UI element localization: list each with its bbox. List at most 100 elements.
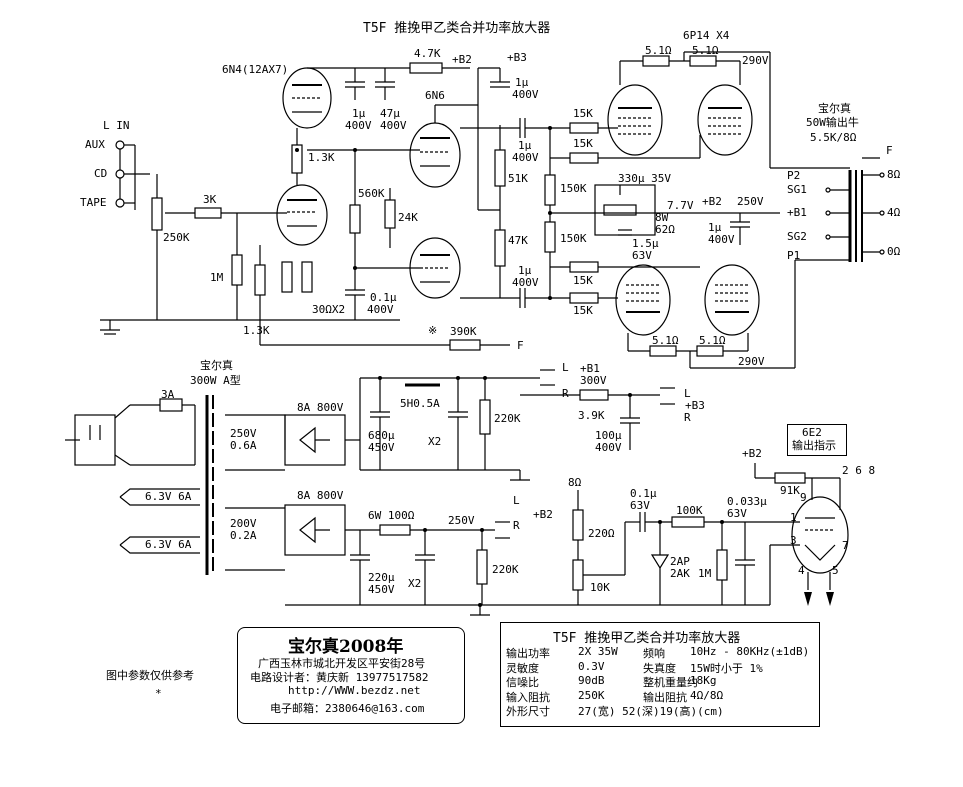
- company-designer: 电路设计者：黄庆新 13977517582: [250, 671, 429, 684]
- tube-preamp-lower: [276, 184, 328, 246]
- spec-cell-k1: 输出功率: [506, 647, 550, 660]
- spec-cell-v1: 27(宽) 52(深)19(高)(cm): [578, 705, 724, 718]
- input-tape: TAPE: [80, 196, 107, 209]
- r-5-1-bot-2: 5.1Ω: [699, 334, 726, 347]
- ind-b2: +B2: [742, 447, 762, 460]
- ind-pin4: 4: [798, 564, 805, 577]
- spec-cell-k1: 输入阻抗: [506, 690, 550, 704]
- r-1k3-a: 1.3K: [308, 151, 335, 164]
- r-150k-b: 150K: [560, 232, 587, 245]
- ind-pin7: 7: [842, 539, 849, 552]
- r-15k-d: 15K: [573, 304, 593, 317]
- ind-8ohm: 8Ω: [568, 476, 582, 489]
- ot-b1: +B1: [787, 206, 807, 219]
- company-name: 宝尔真2008年: [288, 637, 404, 657]
- tube-preamp-upper: [282, 67, 332, 129]
- ind-pin3: 3: [790, 534, 797, 547]
- spec-cell-v2: 18Kg: [690, 674, 717, 687]
- power-tube-label: 6P14 X4: [683, 29, 730, 42]
- indicator-tube-name: 6E2: [802, 426, 822, 439]
- reference-note: 图中参数仅供参考: [106, 669, 194, 682]
- b3-top: +B3: [507, 51, 527, 64]
- tube-indicator: [791, 496, 849, 574]
- b3-label: +B3: [685, 399, 705, 412]
- b2-top: +B2: [452, 53, 472, 66]
- spec-cell-v2: 4Ω/8Ω: [690, 688, 724, 702]
- spec-cell-k2: 失真度: [643, 661, 676, 675]
- c-220u-x2: X2: [408, 577, 422, 590]
- c-330u: 330μ 35V: [618, 172, 671, 185]
- r-15k-c: 15K: [573, 274, 593, 287]
- spec-cell-k1: 信噪比: [506, 676, 539, 689]
- ot-p1: P1: [787, 249, 801, 262]
- spec-cell-k2: 输出阻抗: [643, 690, 687, 704]
- v-290-top: 290V: [742, 54, 769, 67]
- r-24k: 24K: [398, 211, 418, 224]
- spec-cell-v1: 0.3V: [578, 659, 605, 673]
- c-top-1u: 1μ: [515, 76, 529, 89]
- spec-cell-v1: 90dB: [578, 674, 605, 687]
- r-150k-a: 150K: [560, 182, 587, 195]
- c1-voltage: 400V: [345, 119, 372, 132]
- spec-cell-k2: 整机重量约: [643, 676, 698, 689]
- r-1m: 1M: [210, 271, 224, 284]
- b2-mid: +B2: [702, 195, 722, 208]
- tube-driver-upper: [409, 122, 461, 188]
- ot-0ohm: 0Ω: [887, 245, 901, 258]
- indicator-caption-box: 6E2 输出指示: [787, 424, 847, 456]
- b1-voltage: 300V: [580, 374, 607, 387]
- v-250-b: 250V: [448, 514, 475, 527]
- spec-cell-v2: 15W时小于 1%: [690, 661, 763, 675]
- b2-R: R: [513, 519, 520, 532]
- c-01u: 0.1μ: [370, 291, 397, 304]
- heater-2: 6.3V 6A: [145, 538, 192, 551]
- c-1u-mid: 1μ 400V: [708, 221, 735, 246]
- spec-cell-k1: 外形尺寸: [506, 705, 550, 718]
- b1-L: L: [562, 361, 569, 374]
- company-box: 宝尔真2008年 广西玉林市城北开发区平安街28号 电路设计者：黄庆新 1397…: [237, 627, 465, 724]
- pt-model: 300W A型: [190, 374, 241, 387]
- r-220k-a: 220K: [494, 412, 521, 425]
- r-51k: 51K: [508, 172, 528, 185]
- indicator-caption: 输出指示: [792, 439, 836, 452]
- heater-1: 6.3V 6A: [145, 490, 192, 503]
- r-3-9k: 3.9K: [578, 409, 605, 422]
- r-5-1-bot-1: 5.1Ω: [652, 334, 679, 347]
- star-mark: ※: [428, 324, 438, 337]
- ot-model: 50W输出牛: [806, 116, 859, 129]
- r-250k: 250K: [163, 231, 190, 244]
- ot-p2: P2: [787, 169, 801, 182]
- preamp-tube-label: 6N4(12AX7): [222, 63, 289, 76]
- r-1k3-b: 1.3K: [243, 324, 270, 337]
- bridge-1: 8A 800V: [297, 401, 344, 414]
- c-100u: 100μ 400V: [595, 429, 622, 454]
- input-header: L IN: [103, 119, 130, 132]
- bridge-2: 8A 800V: [297, 489, 344, 502]
- fuse-3a: 3A: [161, 388, 175, 401]
- c-220u: 220μ 450V: [368, 571, 395, 596]
- b3-R: R: [684, 411, 691, 424]
- r-15k-a: 15K: [573, 107, 593, 120]
- choke: 5H0.5A: [400, 397, 440, 410]
- pt-brand: 宝尔真: [200, 359, 233, 372]
- r-390k: 390K: [450, 325, 477, 338]
- v-7-7: 7.7V: [667, 199, 694, 212]
- r-15k-b: 15K: [573, 137, 593, 150]
- r-10k: 10K: [590, 581, 610, 594]
- company-address: 广西玉林市城北开发区平安街28号: [258, 657, 426, 670]
- c-0-1u: 0.1μ 63V: [630, 487, 657, 512]
- r-100k: 100K: [676, 504, 703, 517]
- r-30ohm: 30ΩX2: [312, 303, 346, 316]
- tube-power-1: [607, 84, 663, 156]
- r-1m-ind: 1M: [698, 567, 712, 580]
- ind-pin9: 9: [800, 491, 807, 504]
- b2-L: L: [513, 494, 520, 507]
- r-220ohm: 220Ω: [588, 527, 615, 540]
- r-4k7: 4.7K: [414, 47, 441, 60]
- schematic-title: T5F 推挽甲乙类合并功率放大器: [363, 21, 551, 36]
- b1-label: +B1: [580, 362, 600, 375]
- v-250: 250V: [737, 195, 764, 208]
- sec-200v: 200V 0.2A: [230, 517, 257, 542]
- b1-R: R: [562, 387, 569, 400]
- sec-250v: 250V 0.6A: [230, 427, 257, 452]
